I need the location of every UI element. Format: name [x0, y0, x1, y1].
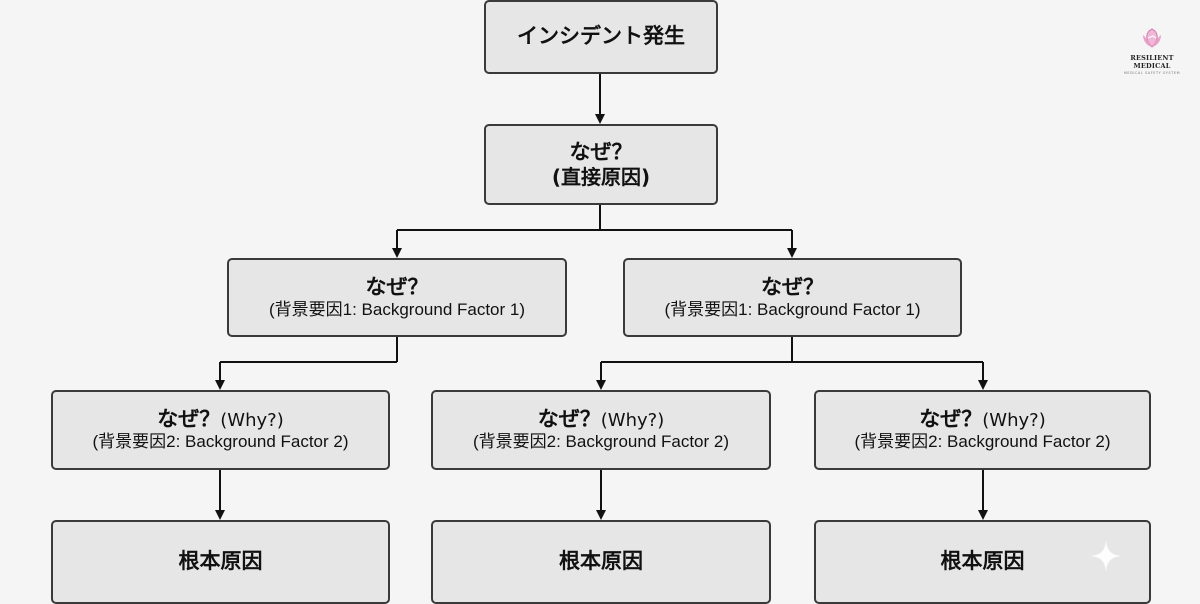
node-title-main: なぜ？	[537, 407, 601, 432]
node-title: 根本原因	[940, 549, 1025, 574]
node-title: なぜ？(Why?)	[538, 407, 664, 432]
node-incident-title: インシデント発生	[517, 24, 685, 49]
node-why-background-1-left: なぜ？ (背景要因1: Background Factor 1)	[227, 258, 567, 337]
node-subtitle: (背景要因2: Background Factor 2)	[472, 432, 730, 452]
node-root-cause-1: 根本原因	[51, 520, 390, 604]
node-title: なぜ？	[365, 274, 429, 299]
node-title-suffix: (Why?)	[982, 410, 1046, 432]
node-root-cause-3: 根本原因	[814, 520, 1151, 604]
node-title: なぜ？	[569, 139, 633, 164]
node-subtitle: (背景要因2: Background Factor 2)	[854, 432, 1111, 452]
node-why-background-2-a: なぜ？(Why?) (背景要因2: Background Factor 2)	[51, 390, 390, 470]
node-title-suffix: (Why?)	[220, 410, 284, 432]
brand-tagline: MEDICAL SAFETY SYSTEM	[1123, 71, 1181, 75]
node-title: なぜ？	[761, 274, 824, 299]
node-title: 根本原因	[559, 549, 643, 574]
node-why-background-1-right: なぜ？ (背景要因1: Background Factor 1)	[623, 258, 962, 337]
node-title-main: なぜ？	[919, 407, 983, 432]
node-why-background-2-b: なぜ？(Why?) (背景要因2: Background Factor 2)	[431, 390, 771, 470]
node-why-direct-cause: なぜ？ (直接原因)	[484, 124, 718, 205]
node-subtitle: (背景要因2: Background Factor 2)	[92, 432, 349, 452]
node-root-cause-2: 根本原因	[431, 520, 771, 604]
node-title: 根本原因	[178, 549, 263, 574]
lotus-icon	[1143, 28, 1161, 48]
node-title: なぜ？(Why?)	[919, 407, 1045, 432]
sparkle-icon	[1090, 540, 1122, 572]
node-why-background-2-c: なぜ？(Why?) (背景要因2: Background Factor 2)	[814, 390, 1151, 470]
brand-logo: RESILIENT MEDICAL MEDICAL SAFETY SYSTEM	[1112, 26, 1192, 75]
node-title: なぜ？(Why?)	[157, 407, 283, 432]
node-subtitle: (背景要因1: Background Factor 1)	[268, 299, 526, 319]
node-incident: インシデント発生	[484, 0, 718, 74]
brand-name: RESILIENT MEDICAL	[1130, 54, 1174, 70]
node-title-main: なぜ？	[157, 407, 221, 432]
node-subtitle: (直接原因)	[551, 165, 651, 190]
node-title-suffix: (Why?)	[600, 410, 665, 432]
node-subtitle: (背景要因1: Background Factor 1)	[664, 299, 921, 319]
